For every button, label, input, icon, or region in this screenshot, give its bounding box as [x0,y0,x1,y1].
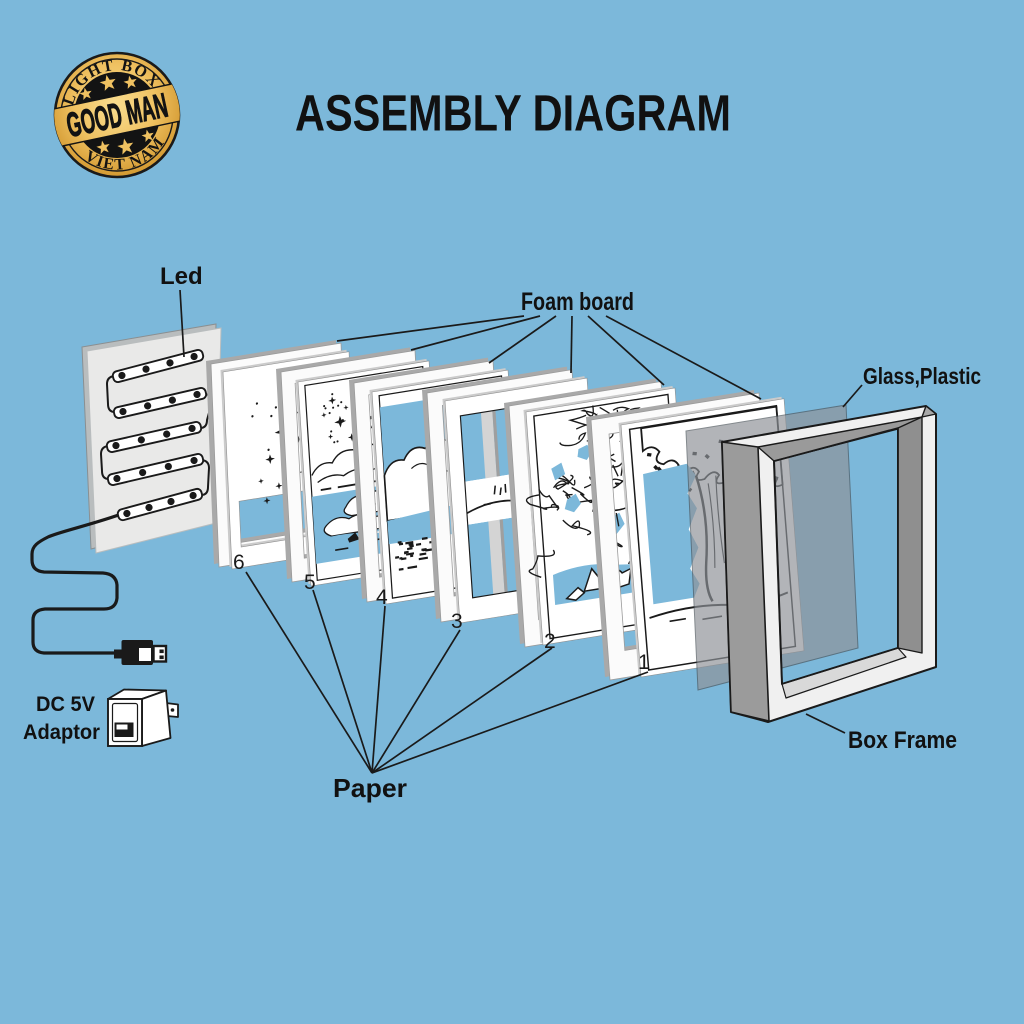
svg-text:Glass,Plastic: Glass,Plastic [863,363,981,389]
svg-text:1: 1 [638,651,650,674]
svg-text:5: 5 [304,571,316,594]
svg-text:ASSEMBLY DIAGRAM: ASSEMBLY DIAGRAM [295,85,731,142]
svg-text:Led: Led [160,263,203,290]
svg-text:Box Frame: Box Frame [848,727,957,754]
svg-text:Foam board: Foam board [521,288,634,316]
svg-text:2: 2 [544,630,556,653]
svg-text:DC 5V: DC 5V [36,693,95,716]
svg-text:6: 6 [233,551,245,574]
svg-text:4: 4 [376,586,388,609]
svg-text:3: 3 [451,610,463,633]
svg-text:Adaptor: Adaptor [23,721,100,744]
svg-text:Paper: Paper [333,773,407,803]
